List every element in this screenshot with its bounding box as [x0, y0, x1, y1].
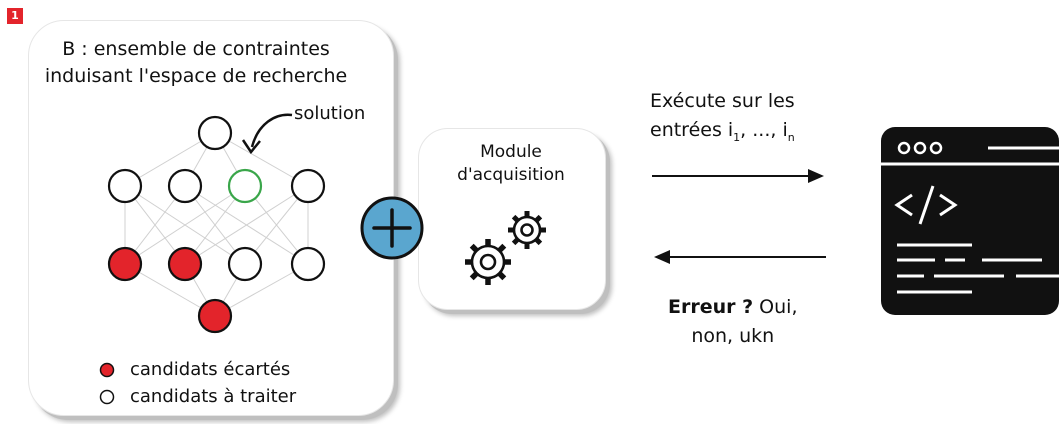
- forward-label: Exécute sur les entrées i1, ..., in: [650, 87, 795, 152]
- node-solution: [227, 168, 263, 204]
- back-label: Erreur ? Oui, non, ukn: [668, 293, 798, 351]
- error-answer-yes: Oui,: [753, 296, 798, 318]
- arrow-from-program: [654, 250, 826, 264]
- inputs-ellipsis: , ..., i: [740, 119, 788, 141]
- arrow-to-program: [652, 169, 824, 183]
- legend-marker-discarded: [99, 362, 115, 378]
- forward-label-line2: entrées i1, ..., in: [650, 116, 795, 152]
- node-row3-2-discarded: [167, 246, 203, 282]
- panel-title-line2: induisant l'espace de recherche: [44, 65, 348, 87]
- inputs-text: entrées i: [650, 119, 734, 141]
- module-title-line2: d'acquisition: [457, 165, 565, 185]
- error-question: Erreur ?: [668, 296, 754, 318]
- plus-icon: [360, 196, 424, 260]
- subscript-n: n: [787, 130, 795, 144]
- search-space-panel: [28, 20, 394, 416]
- subscript-1: 1: [733, 130, 741, 144]
- node-row3-3: [227, 246, 263, 282]
- node-top: [197, 115, 233, 151]
- panel-title-line1: B : ensemble de contraintes: [62, 38, 330, 60]
- module-title-line1: Module: [480, 142, 542, 162]
- forward-label-line1: Exécute sur les: [650, 90, 795, 112]
- lattice-nodes: [107, 115, 326, 334]
- lattice-edges: [124, 132, 309, 317]
- back-label-line2: non, ukn: [691, 325, 775, 347]
- back-label-line1: Erreur ? Oui,: [668, 293, 798, 322]
- solution-label: solution: [294, 103, 366, 124]
- node-row2-4: [290, 168, 326, 204]
- gear-small-icon: [508, 211, 546, 249]
- legend-marker-pending: [99, 389, 115, 405]
- node-row2-1: [107, 168, 143, 204]
- node-row3-1-discarded: [107, 246, 143, 282]
- gears-icon: [465, 211, 546, 285]
- code-window-icon: [881, 127, 1059, 315]
- node-bottom-discarded: [197, 298, 233, 334]
- solution-arrow: [241, 113, 293, 155]
- panel-title: B : ensemble de contraintes induisant l'…: [0, 36, 392, 90]
- node-row2-2: [167, 168, 203, 204]
- legend-label-discarded: candidats écartés: [130, 359, 291, 380]
- acquisition-module-card: [418, 128, 606, 310]
- node-row3-4: [290, 246, 326, 282]
- legend-label-pending: candidats à traiter: [130, 386, 297, 407]
- module-title: Module d'acquisition: [418, 141, 604, 187]
- step-badge: 1: [7, 8, 23, 24]
- gear-large-icon: [465, 239, 511, 285]
